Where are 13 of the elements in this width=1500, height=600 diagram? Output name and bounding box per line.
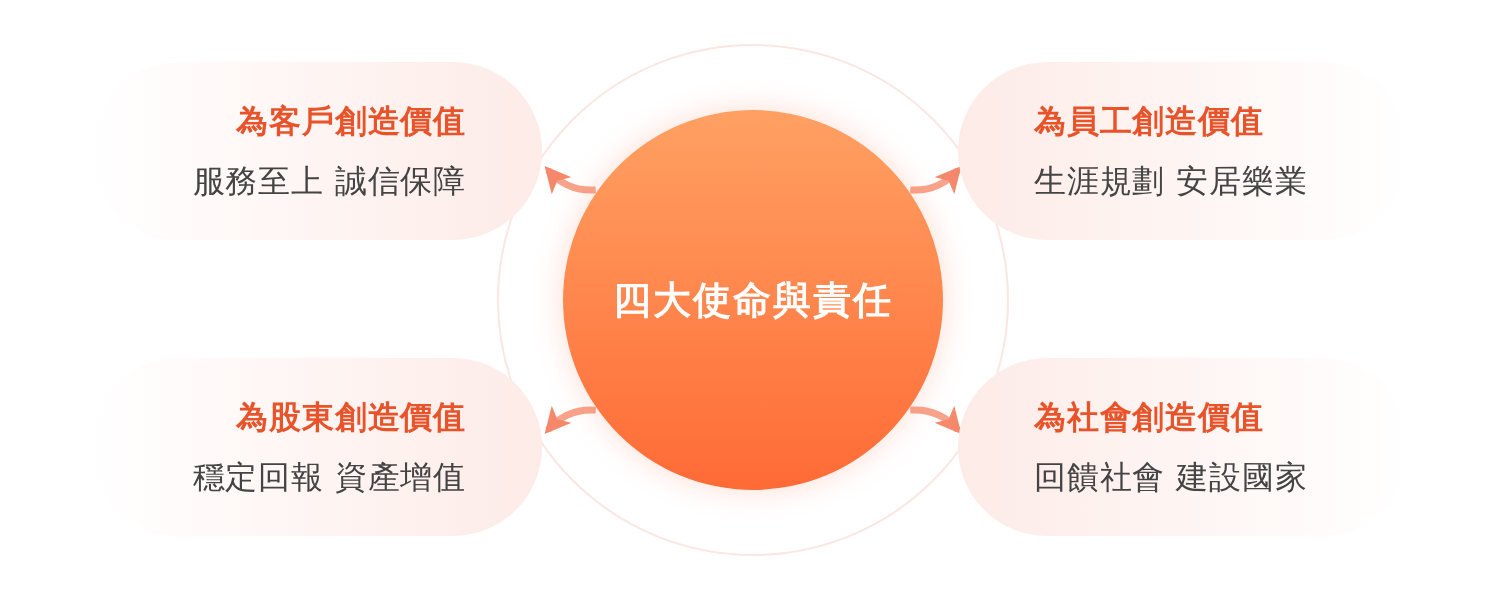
curved-arrow bbox=[910, 405, 962, 434]
pill-subtext: 服務至上 誠信保障 bbox=[192, 161, 466, 202]
center-title: 四大使命與責任 bbox=[613, 276, 893, 324]
pill-heading: 為客戶創造價值 bbox=[236, 101, 466, 142]
curved-arrow bbox=[544, 166, 596, 195]
curved-arrow bbox=[910, 166, 962, 195]
pill-heading: 為社會創造價值 bbox=[1034, 397, 1264, 438]
pill-subtext: 穩定回報 資產增值 bbox=[192, 457, 466, 498]
pill-subtext: 生涯規劃 安居樂業 bbox=[1034, 161, 1308, 202]
pill-subtext: 回饋社會 建設國家 bbox=[1034, 457, 1308, 498]
pill-heading: 為員工創造價值 bbox=[1034, 101, 1264, 142]
curved-arrow bbox=[544, 405, 596, 434]
pill-heading: 為股東創造價值 bbox=[236, 397, 466, 438]
